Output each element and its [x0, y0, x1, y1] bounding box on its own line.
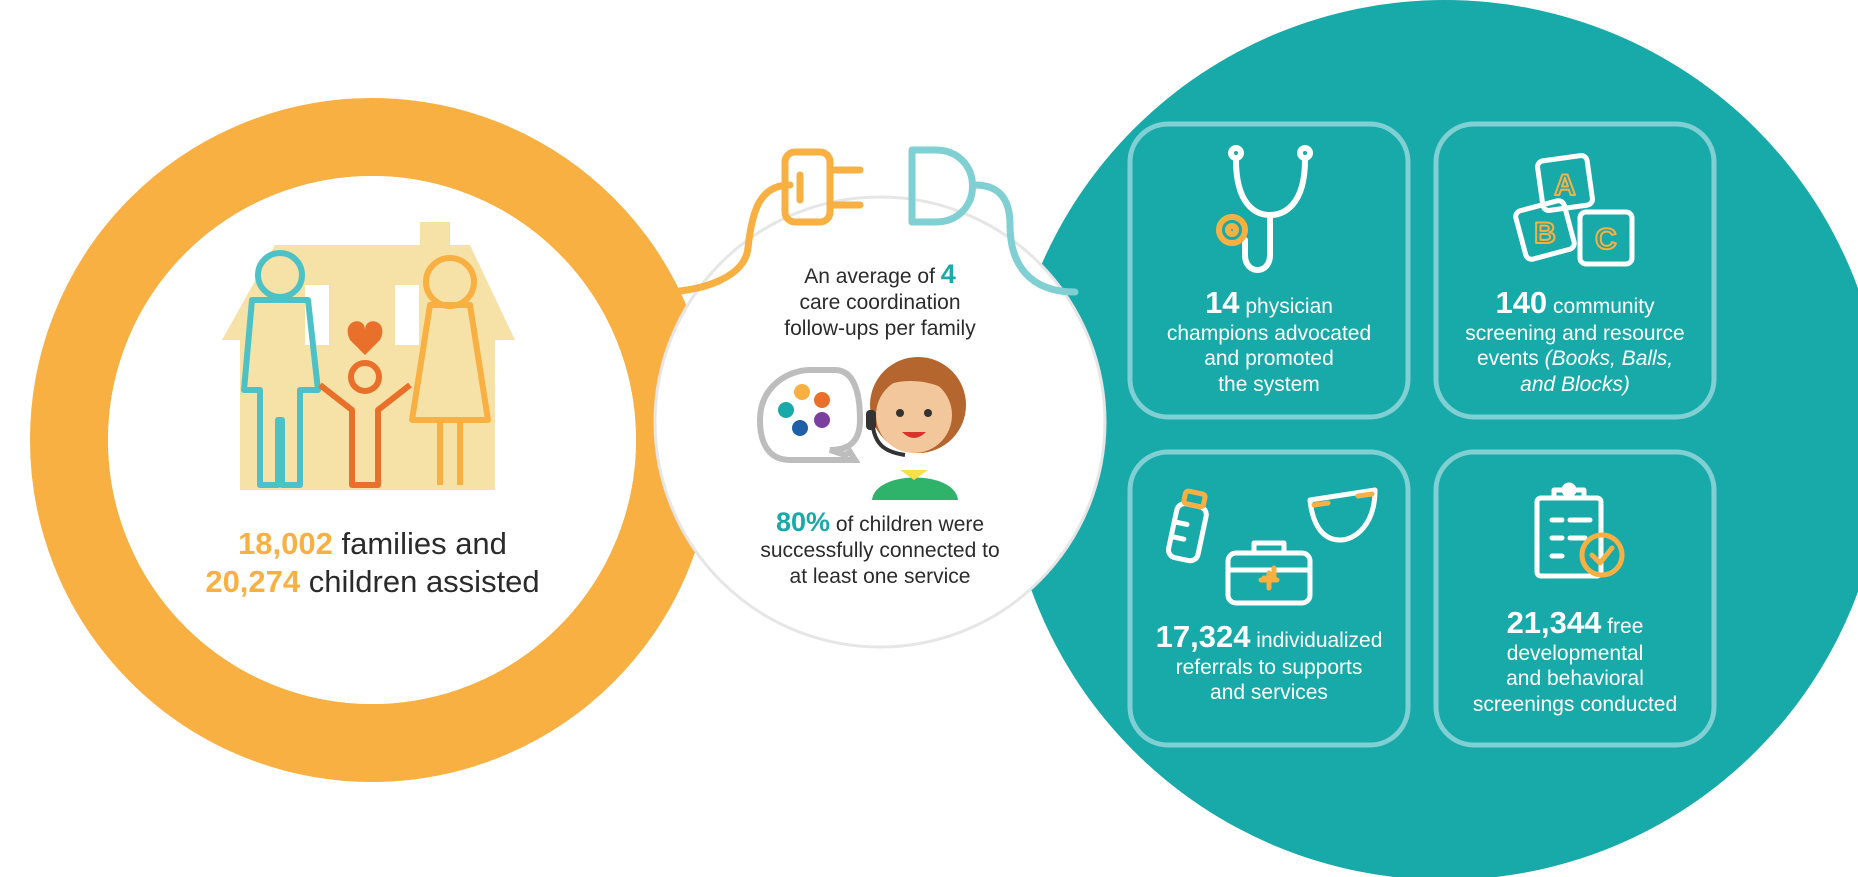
physicians-line4: the system	[1218, 372, 1320, 396]
children-text: children assisted	[300, 563, 540, 599]
physicians-stat: 14 physician champions advocated and pro…	[1132, 284, 1406, 397]
referrals-count: 17,324	[1155, 619, 1251, 654]
abc-blocks-icon: A B C	[1513, 153, 1635, 267]
card-referrals	[1127, 449, 1411, 748]
events-line4-italic: and Blocks)	[1520, 372, 1630, 396]
connected-stat: 80% of children were successfully connec…	[735, 506, 1025, 589]
screenings-line2: developmental	[1506, 642, 1644, 666]
connected-line3: at least one service	[789, 564, 971, 588]
screenings-line3: and behavioral	[1506, 667, 1644, 691]
connected-line1: of children were	[829, 513, 985, 536]
events-line3-plain: events	[1476, 347, 1545, 371]
physicians-line2: champions advocated	[1166, 322, 1372, 346]
plug-icon	[658, 148, 864, 296]
screenings-line1: free	[1601, 615, 1644, 638]
referrals-stat: 17,324 individualized referrals to suppo…	[1132, 618, 1406, 706]
families-text: families and	[332, 526, 507, 561]
teal-circle	[1005, 0, 1858, 877]
agent-icon	[866, 357, 966, 500]
events-line2: screening and resource	[1465, 322, 1685, 346]
families-line: 18,002 families and	[140, 525, 605, 563]
families-stat: 18,002 families and 20,274 children assi…	[140, 525, 605, 601]
chat-bubble-icon	[756, 367, 864, 464]
baby-supplies-icon	[1165, 487, 1378, 606]
card-events	[1433, 121, 1717, 420]
family-icon	[222, 222, 515, 490]
physicians-line3: and promoted	[1204, 347, 1334, 371]
svg-text:A: A	[1554, 169, 1576, 202]
referrals-line2: referrals to supports	[1175, 656, 1363, 680]
followups-stat: An average of 4 care coordination follow…	[740, 258, 1020, 341]
referrals-line1: individualized	[1250, 629, 1383, 652]
socket-icon	[908, 146, 1079, 296]
events-stat: 140 community screening and resource eve…	[1438, 284, 1712, 397]
events-line3-italic: (Books, Balls,	[1544, 347, 1674, 371]
screenings-line4: screenings conducted	[1472, 692, 1678, 716]
physicians-count: 14	[1205, 285, 1240, 320]
svg-text:B: B	[1534, 217, 1556, 250]
followups-line2: care coordination	[799, 291, 961, 315]
followups-count: 4	[940, 259, 956, 289]
connected-pct: 80%	[775, 507, 830, 537]
stethoscope-icon	[1216, 145, 1313, 273]
referrals-line3: and services	[1210, 681, 1328, 705]
followups-line3: follow-ups per family	[784, 316, 976, 340]
physicians-line1: physician	[1239, 295, 1333, 318]
card-physicians	[1127, 121, 1411, 420]
followups-prefix: An average of	[804, 265, 941, 288]
connected-line2: successfully connected to	[760, 539, 1000, 563]
screenings-stat: 21,344 free developmental and behavioral…	[1438, 604, 1712, 717]
children-line: 20,274 children assisted	[140, 563, 605, 601]
card-screenings	[1433, 449, 1717, 748]
events-line1: community	[1547, 295, 1655, 318]
events-count: 140	[1495, 285, 1548, 320]
children-count: 20,274	[205, 563, 301, 599]
clipboard-check-icon	[1534, 482, 1625, 579]
screenings-count: 21,344	[1506, 605, 1602, 640]
svg-text:C: C	[1595, 223, 1617, 256]
families-count: 18,002	[238, 526, 333, 561]
